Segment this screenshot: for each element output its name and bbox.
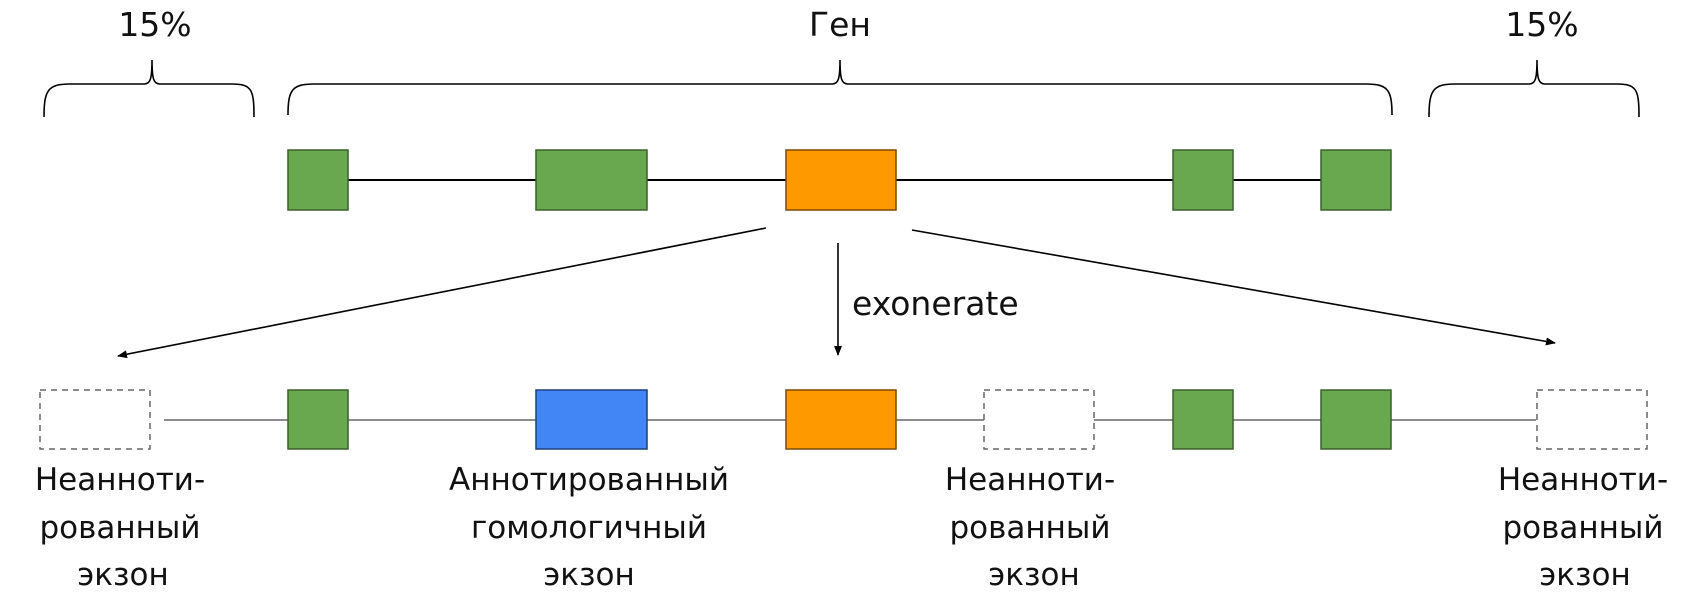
caption-left: Неанноти- рованный экзон	[35, 462, 205, 593]
caption-right: Неанноти- рованный экзон	[1498, 462, 1668, 593]
caption-line: рованный	[39, 510, 200, 546]
caption-line: рованный	[1502, 510, 1663, 546]
exonerate-label: exonerate	[852, 284, 1019, 323]
caption-middle: Аннотированный гомологичный экзон	[449, 462, 729, 593]
bottom-unannotated-exon-left	[39, 389, 151, 450]
bottom-exon-query	[785, 389, 897, 450]
top-exon-4	[1172, 149, 1234, 211]
arrow-to-left-flank	[117, 227, 767, 359]
top-exon-5	[1320, 149, 1392, 211]
arrow-to-right-flank	[911, 229, 1556, 346]
left-flank-brace	[43, 59, 255, 118]
caption-line: экзон	[543, 557, 634, 593]
left-flank-label: 15%	[118, 5, 191, 44]
caption-line: экзон	[1539, 557, 1630, 593]
caption-line: Неанноти-	[945, 462, 1115, 498]
caption-center-right: Неанноти- рованный экзон	[945, 462, 1115, 593]
top-exon-2	[535, 149, 648, 211]
caption-line: экзон	[77, 557, 168, 593]
caption-line: Неанноти-	[35, 462, 205, 498]
caption-line: Неанноти-	[1498, 462, 1668, 498]
bottom-exon-1	[287, 389, 349, 450]
caption-line: Аннотированный	[449, 462, 729, 498]
caption-line: экзон	[988, 557, 1079, 593]
right-flank-label: 15%	[1505, 5, 1578, 44]
right-flank-brace	[1428, 59, 1640, 118]
caption-line: рованный	[949, 510, 1110, 546]
gene-brace	[287, 59, 1393, 116]
bottom-homologous-exon	[535, 389, 648, 450]
top-exon-query	[785, 149, 897, 211]
caption-line: гомологичный	[471, 510, 707, 546]
bottom-exon-4	[1172, 389, 1234, 450]
bottom-unannotated-exon-middle	[983, 389, 1095, 450]
top-exon-1	[287, 149, 349, 211]
gene-label: Ген	[809, 5, 871, 44]
bottom-unannotated-exon-right	[1536, 389, 1648, 450]
bottom-exon-5	[1320, 389, 1392, 450]
